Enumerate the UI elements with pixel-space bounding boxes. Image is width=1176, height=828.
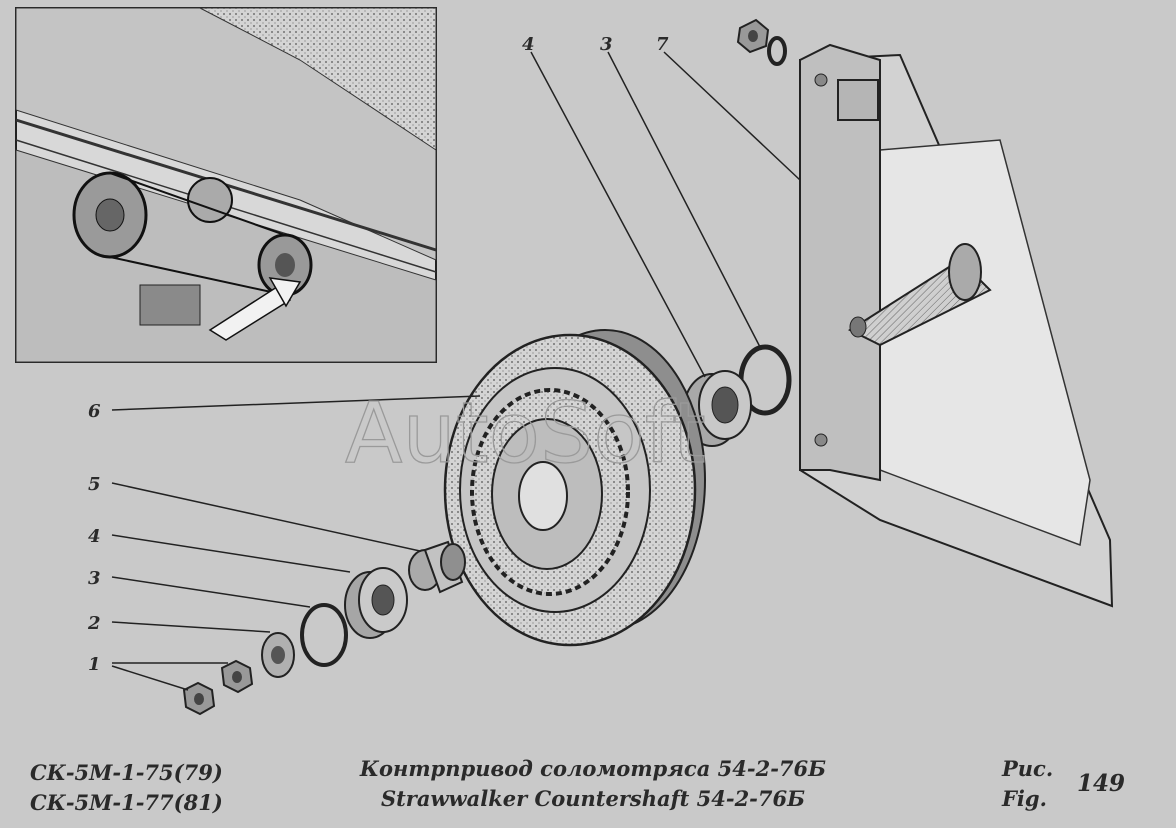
leader-lines xyxy=(111,51,801,691)
figure-label-en: Fig. xyxy=(1002,786,1047,811)
callout-5: 5 xyxy=(88,474,101,495)
countershaft-bracket xyxy=(799,43,1114,608)
callout-3-upper: 3 xyxy=(600,34,613,55)
callout-labels: 1 2 3 4 5 6 4 3 7 xyxy=(87,34,669,675)
pulley-sprocket xyxy=(443,329,706,647)
lower-bearing xyxy=(344,567,408,639)
lock-nuts xyxy=(182,659,254,716)
callout-7: 7 xyxy=(656,34,669,55)
model-codes: СК-5М-1-75(79) СК-5М-1-77(81) xyxy=(30,758,223,818)
figure-title: Контрпривод соломотряса 54-2-76Б Strawwa… xyxy=(0,754,1176,814)
inset-location-view xyxy=(15,7,437,363)
washer xyxy=(261,632,295,678)
callout-4-upper: 4 xyxy=(522,34,535,55)
callout-3-lower: 3 xyxy=(88,568,101,589)
callout-6: 6 xyxy=(88,401,101,422)
lower-circlip xyxy=(300,603,348,667)
figure-label-ru: Рис. xyxy=(1002,756,1054,781)
callout-2: 2 xyxy=(87,613,101,634)
figure-number: 149 xyxy=(1077,770,1126,797)
top-nut-and-washer xyxy=(736,18,787,66)
spacer-sleeve xyxy=(408,540,466,594)
figure-label: Рис. Fig. xyxy=(1002,754,1053,814)
callout-4-lower: 4 xyxy=(88,526,101,547)
model-code-2: СК-5М-1-77(81) xyxy=(30,790,223,815)
watermark: AutoSoft xyxy=(345,384,706,482)
callout-1: 1 xyxy=(88,654,101,675)
model-code-1: СК-5М-1-75(79) xyxy=(30,760,223,785)
title-english: Strawwalker Countershaft 54-2-76Б xyxy=(380,786,806,811)
title-russian: Контрпривод соломотряса 54-2-76Б xyxy=(359,756,827,781)
